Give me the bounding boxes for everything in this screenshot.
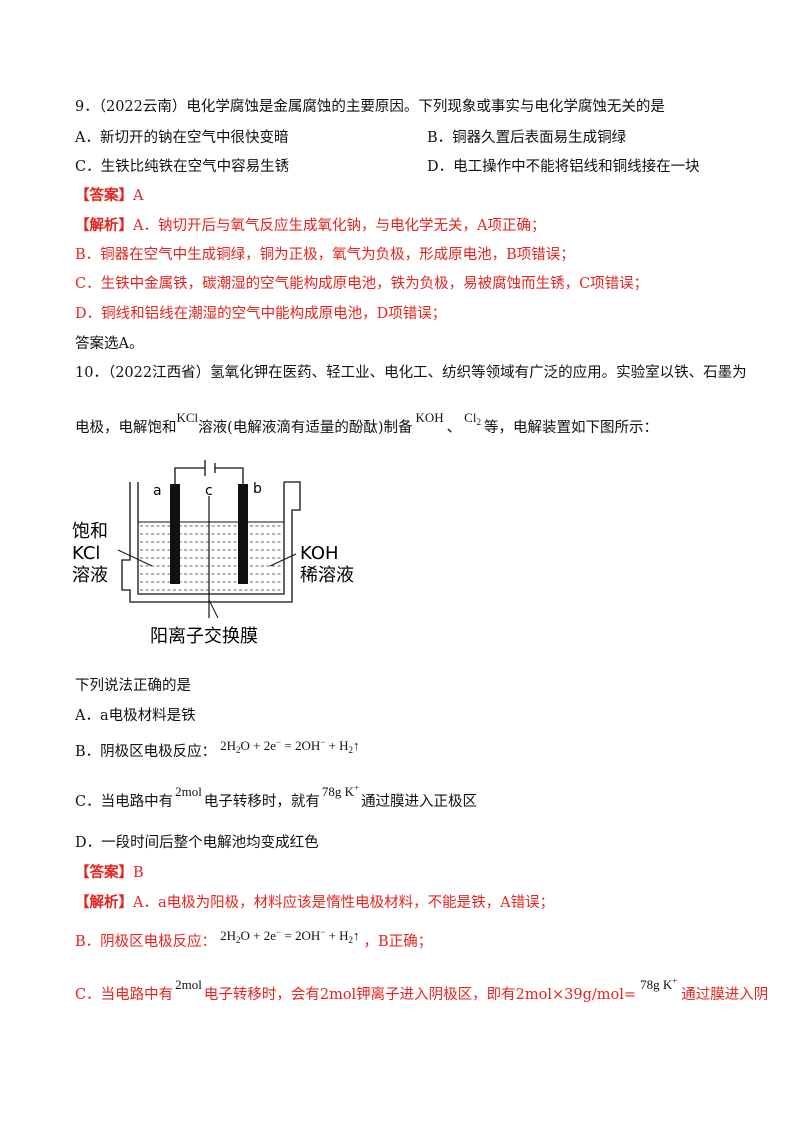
af-lhs1: 2H bbox=[220, 928, 237, 943]
af-rhs-sub: 2 bbox=[348, 935, 354, 945]
analysis-formula: 2H2O + 2e− = 2OH− + H2↑ bbox=[220, 926, 359, 947]
q9-option-d[interactable]: D．电工操作中不能将铝线和铜线接在一块 bbox=[427, 159, 700, 175]
q10-option-c-a: C．当电路中有 bbox=[75, 794, 174, 810]
k78-base: 78g K bbox=[321, 784, 354, 799]
q9-analysis-a-text: A．钠切开后与氧气反应生成氧化钠，与电化学无关，A项正确； bbox=[133, 218, 546, 234]
q9-stem: 9．（2022云南）电化学腐蚀是金属腐蚀的主要原因。下列现象或事实与电化学腐蚀无… bbox=[75, 99, 665, 115]
q10-analysis-c-b: 电子转移时，会有2mol钾离子进入阴极区，即有2mol×39g/mol= bbox=[203, 987, 637, 1003]
f-rhs-sub: 2 bbox=[348, 745, 354, 755]
f-eq: = 2OH bbox=[281, 738, 321, 753]
q9-options-row2: C．生铁比纯铁在空气中容易生锈 D．电工操作中不能将铝线和铜线接在一块 bbox=[75, 157, 700, 177]
q9-answer-value: A bbox=[133, 188, 144, 204]
q10-option-d[interactable]: D．一段时间后整个电解池均变成红色 bbox=[75, 835, 319, 851]
left-label-1: 饱和 bbox=[72, 521, 108, 542]
q9-analysis-tag: 【解析】 bbox=[75, 217, 133, 234]
q10-option-b-prefix: B．阴极区电极反应： bbox=[75, 744, 217, 760]
q10-option-c-c: 通过膜进入正极区 bbox=[361, 794, 478, 810]
af-e-sup: − bbox=[276, 927, 282, 937]
cl2-formula: Cl2 bbox=[464, 410, 481, 427]
electrolysis-diagram: a c b 饱和 KCl 溶液 KOH 稀溶液 阳离子交换膜 bbox=[72, 460, 354, 647]
q9-conclusion: 答案选A。 bbox=[75, 336, 144, 352]
kcl-formula: KCl bbox=[176, 410, 199, 425]
f-lhs2: O + 2e bbox=[240, 738, 277, 753]
k78-sup: + bbox=[353, 783, 360, 793]
q10-answer: 【答案】B bbox=[75, 863, 144, 883]
f-rhs1: + H bbox=[325, 738, 349, 753]
q9-analysis-b: B．铜器在空气中生成铜绿，铜为正极，氧气为负极，形成原电池，B项错误； bbox=[75, 247, 575, 263]
q9-options-row1: A．新切开的钠在空气中很快变暗 B．铜器久置后表面易生成铜绿 bbox=[75, 128, 626, 148]
q9-option-b[interactable]: B．铜器久置后表面易生成铜绿 bbox=[427, 130, 627, 146]
q9-answer-tag: 【答案】 bbox=[75, 187, 133, 204]
cathode-reaction-formula: 2H2O + 2e− = 2OH− + H2↑ bbox=[220, 736, 359, 757]
q9-option-a[interactable]: A．新切开的钠在空气中很快变暗 bbox=[75, 130, 289, 146]
q10-analysis-c-c: 通过膜进入阴 bbox=[681, 987, 769, 1003]
q9-analysis-c: C．生铁中金属铁，碳潮湿的空气能构成原电池，铁为负极，易被腐蚀而生锈，C项错误； bbox=[75, 276, 649, 292]
q10-option-a[interactable]: A．a电极材料是铁 bbox=[75, 708, 196, 724]
af-lhs2: O + 2e bbox=[240, 928, 277, 943]
k78-value: 78g K+ bbox=[321, 783, 360, 799]
right-label-2: 稀溶液 bbox=[300, 565, 354, 586]
analysis-k78-sup: + bbox=[672, 976, 678, 986]
q10-answer-value: B bbox=[133, 865, 144, 881]
q10-analysis-a: 【解析】A．a电极为阳极，材料应该是惰性电极材料，不能是铁，A错误； bbox=[75, 893, 554, 913]
q9-analysis-a: 【解析】A．钠切开后与氧气反应生成氧化钠，与电化学无关，A项正确； bbox=[75, 216, 545, 236]
q9-answer: 【答案】A bbox=[75, 186, 143, 206]
af-arrow: ↑ bbox=[353, 928, 360, 943]
analysis-k78-base: 78g K bbox=[640, 977, 673, 992]
q10-stem2-a: 电极，电解饱和 bbox=[75, 420, 177, 436]
electrode-a bbox=[170, 484, 180, 584]
q10-question: 下列说法正确的是 bbox=[75, 678, 191, 694]
af-rhs1: + H bbox=[325, 928, 349, 943]
q9-option-c[interactable]: C．生铁比纯铁在空气中容易生锈 bbox=[75, 159, 290, 175]
koh-formula: KOH bbox=[415, 410, 444, 425]
membrane-label: 阳离子交换膜 bbox=[150, 626, 258, 647]
q10-stem2-b: 溶液(电解液滴有适量的酚酞)制备 bbox=[198, 420, 413, 436]
f-arrow: ↑ bbox=[353, 738, 360, 753]
q10-stem2-c: 等，电解装置如下图所示： bbox=[483, 420, 658, 436]
q9-analysis-d: D．铜线和铝线在潮湿的空气中能构成原电池，D项错误； bbox=[75, 306, 447, 322]
q10-analysis-a-text: A．a电极为阳极，材料应该是惰性电极材料，不能是铁，A错误； bbox=[133, 895, 555, 911]
q10-analysis-c: C．当电路中有2mol电子转移时，会有2mol钾离子进入阴极区，即有2mol×3… bbox=[75, 976, 769, 1006]
left-label-2: KCl bbox=[72, 543, 100, 564]
q10-analysis-b-suffix: ，B正确； bbox=[363, 934, 433, 950]
q10-option-c[interactable]: C．当电路中有2mol电子转移时，就有78g K+通过膜进入正极区 bbox=[75, 783, 478, 813]
q10-analysis-c-a: C．当电路中有 bbox=[75, 987, 174, 1003]
af-lhs-sub: 2 bbox=[236, 935, 241, 945]
label-a: a bbox=[153, 483, 162, 499]
cl2-base: Cl bbox=[464, 410, 477, 425]
q10-option-c-b: 电子转移时，就有 bbox=[203, 794, 320, 810]
f-e-sup: − bbox=[276, 737, 282, 747]
q10-analysis-b: B．阴极区电极反应：2H2O + 2e− = 2OH− + H2↑，B正确； bbox=[75, 927, 433, 953]
label-b: b bbox=[253, 481, 262, 497]
af-oh-sup: − bbox=[320, 927, 326, 937]
q10-option-b[interactable]: B．阴极区电极反应：2H2O + 2e− = 2OH− + H2↑ bbox=[75, 737, 364, 763]
f-lhs1: 2H bbox=[220, 738, 237, 753]
q10-analysis-b-prefix: B．阴极区电极反应： bbox=[75, 934, 217, 950]
left-label-3: 溶液 bbox=[72, 565, 108, 586]
q10-sep: 、 bbox=[446, 420, 462, 436]
analysis-k78: 78g K+ bbox=[640, 976, 678, 992]
electrode-b bbox=[238, 484, 248, 584]
cl2-sub: 2 bbox=[476, 417, 481, 427]
q10-analysis-tag: 【解析】 bbox=[75, 894, 133, 911]
mol2-value: 2mol bbox=[175, 784, 202, 799]
analysis-mol2: 2mol bbox=[175, 977, 202, 992]
af-eq: = 2OH bbox=[281, 928, 321, 943]
q10-answer-tag: 【答案】 bbox=[75, 864, 133, 881]
q10-stem-line1: 10．（2022江西省）氢氧化钾在医药、轻工业、电化工、纺织等领域有广泛的应用。… bbox=[75, 365, 747, 381]
right-label-1: KOH bbox=[300, 543, 339, 564]
label-c: c bbox=[205, 483, 213, 499]
f-oh-sup: − bbox=[320, 737, 326, 747]
f-lhs-sub: 2 bbox=[236, 745, 241, 755]
